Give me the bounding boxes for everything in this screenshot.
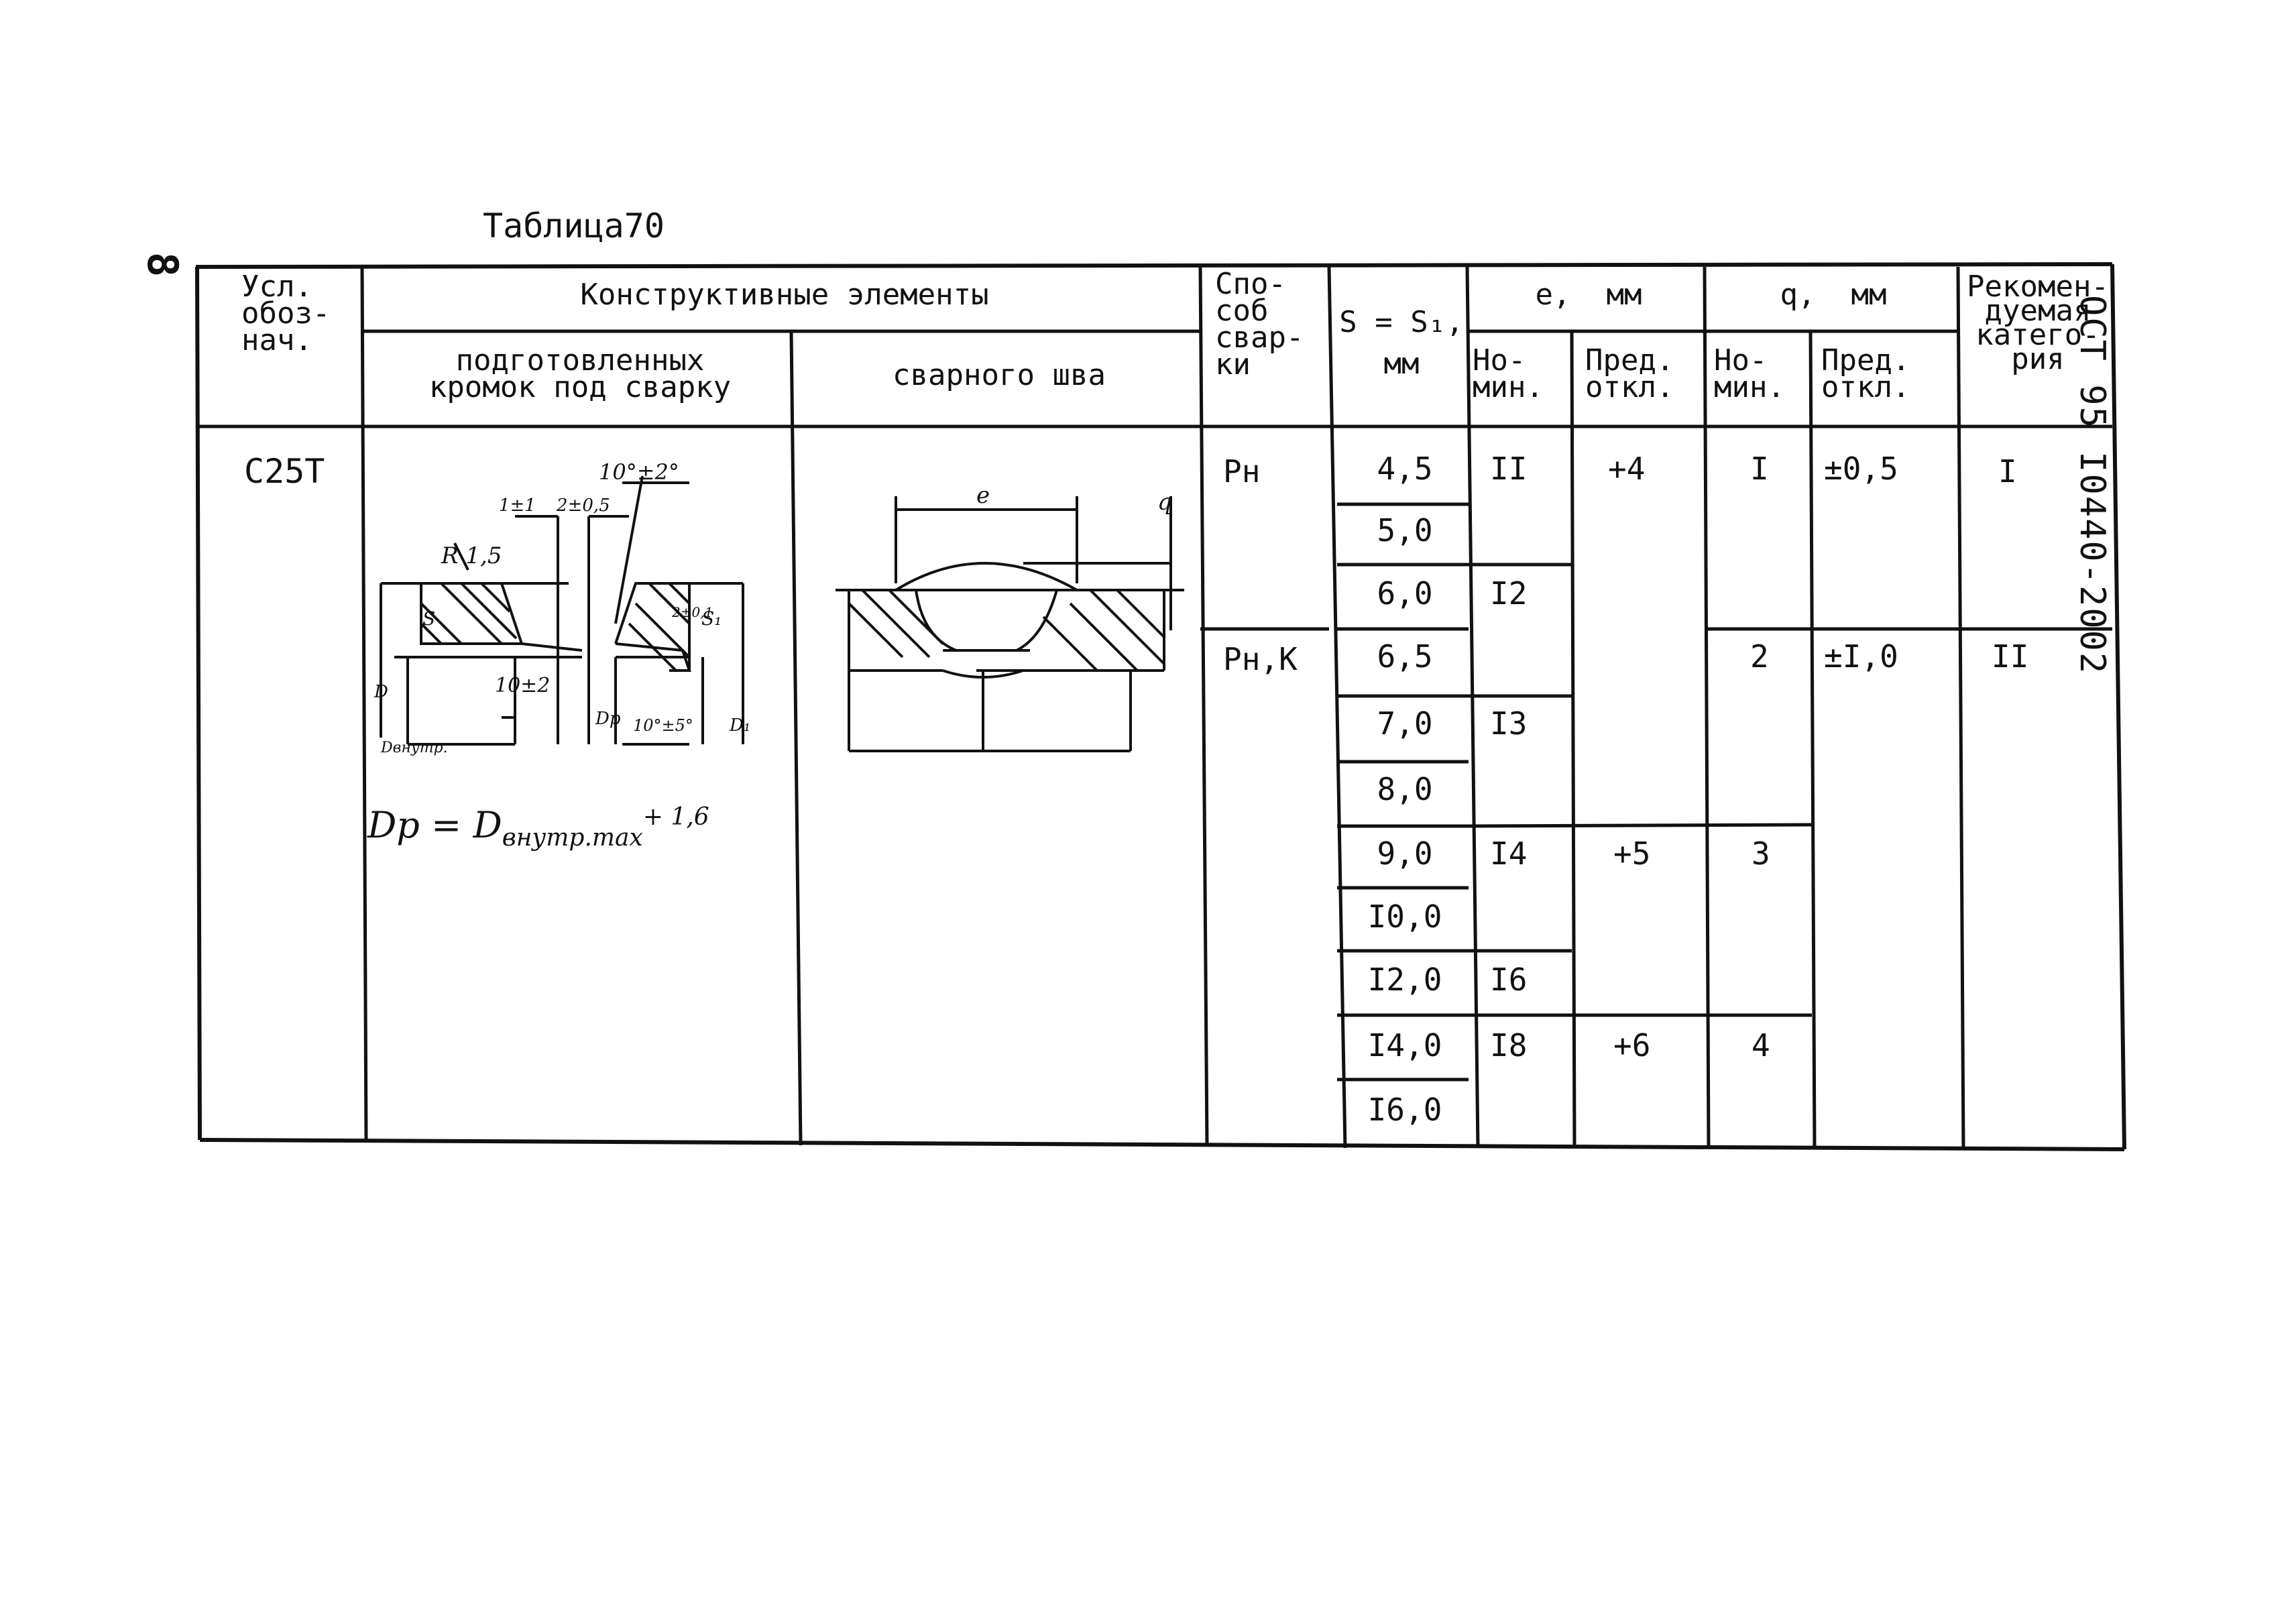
thickness-row: 6,0 xyxy=(1377,575,1433,612)
q-nominal: 4 xyxy=(1752,1027,1770,1063)
table-title: Таблица70 xyxy=(483,207,665,245)
thickness-row: 9,0 xyxy=(1377,835,1433,872)
dim-a-label: 1±1 xyxy=(499,496,536,516)
thickness-row: I6,0 xyxy=(1367,1092,1442,1128)
thickness-row: I2,0 xyxy=(1367,962,1442,998)
header-prepared-edges: подготовленных кромок под сварку xyxy=(428,343,732,404)
angle-label: 10°±2° xyxy=(599,459,679,485)
s-label: S xyxy=(422,607,435,630)
radius-label: R 1,5 xyxy=(441,542,502,569)
category: II xyxy=(1992,638,2029,675)
e-deviation: +6 xyxy=(1613,1027,1651,1063)
e-label: e xyxy=(976,482,990,509)
method-2: Рн,К xyxy=(1223,641,1298,677)
method-1: Рн xyxy=(1223,453,1261,489)
small-label: 2±0,1 xyxy=(671,604,713,620)
dp-label: Dp xyxy=(595,709,621,729)
thickness-row: I4,0 xyxy=(1367,1027,1442,1063)
header-q-group: q, мм xyxy=(1780,278,1887,312)
header-q-deviation: Пред. откл. xyxy=(1821,343,1910,404)
header-designation: Усл. обоз- нач. xyxy=(241,270,331,357)
thickness-row: 5,0 xyxy=(1377,512,1433,548)
dvn-label: Dвнутр. xyxy=(380,740,448,756)
thickness-row: 4,5 xyxy=(1377,451,1433,487)
width-label: 10±2 xyxy=(495,674,550,697)
angle2-label: 10°±5° xyxy=(633,716,693,735)
e-nominal: I8 xyxy=(1490,1027,1528,1063)
q-nominal: I xyxy=(1750,451,1769,487)
thickness-row: 8,0 xyxy=(1377,771,1433,807)
category: I xyxy=(1998,453,2017,489)
d-label: D xyxy=(374,682,388,702)
thickness-row: 7,0 xyxy=(1377,705,1433,742)
formula-tail: + 1,6 xyxy=(642,803,709,831)
edge-preparation-drawing: 10°±2° 1±1 2±0,5 R 1,5 10±2 S S₁ D Dp D₁… xyxy=(374,459,750,756)
header-e-nominal: Но- мин. xyxy=(1473,343,1544,404)
e-deviation: +5 xyxy=(1613,835,1651,872)
e-nominal: I6 xyxy=(1490,962,1528,998)
header-thickness: S = S₁, мм xyxy=(1339,305,1464,381)
header-category: Рекомен- дуемая катего- рия xyxy=(1967,270,2109,376)
e-nominal: II xyxy=(1490,451,1528,487)
e-nominal: I4 xyxy=(1490,835,1528,872)
formula-main: Dp = D xyxy=(367,804,502,846)
d1-label: D₁ xyxy=(729,715,750,736)
thickness-row: I0,0 xyxy=(1367,898,1442,935)
header-e-group: e, мм xyxy=(1535,278,1642,312)
weld-drawing: e q xyxy=(836,482,1184,752)
e-nominal: I3 xyxy=(1490,705,1528,742)
e-nominal: I2 xyxy=(1490,575,1528,612)
formula: Dp = Dвнутр.max+ 1,6 xyxy=(367,803,709,852)
q-label: q xyxy=(1157,489,1172,516)
header-q-nominal: Но- мин. xyxy=(1714,343,1785,404)
q-deviation: ±0,5 xyxy=(1824,451,1898,487)
e-deviation: +4 xyxy=(1608,451,1646,487)
header-weld: сварного шва xyxy=(893,358,1106,392)
thickness-row: 6,5 xyxy=(1377,638,1433,675)
header-constructive-elements: Конструктивные элементы xyxy=(580,278,989,312)
header-welding-method: Спо- соб свар- ки xyxy=(1215,267,1304,382)
designation-value: С25Т xyxy=(244,452,325,491)
header-e-deviation: Пред. откл. xyxy=(1585,343,1674,404)
q-nominal: 3 xyxy=(1752,835,1770,872)
s1-label: S₁ xyxy=(701,607,722,630)
dim-b-label: 2±0,5 xyxy=(556,496,610,516)
q-nominal: 2 xyxy=(1750,638,1769,675)
formula-sub: внутр.max xyxy=(502,823,643,852)
q-deviation: ±I,0 xyxy=(1824,638,1898,675)
